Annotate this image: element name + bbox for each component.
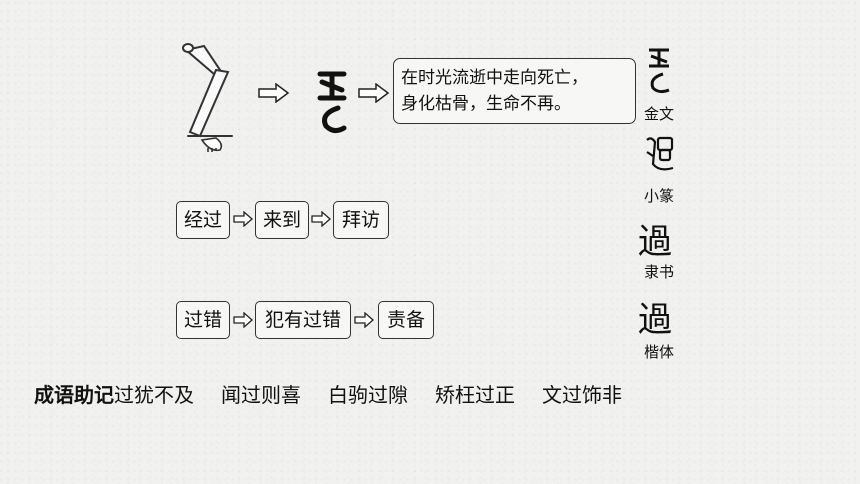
meaning-line-1: 在时光流逝中走向死亡， (401, 68, 588, 88)
chain2-box-3: 责备 (378, 301, 434, 339)
arrow-1 (258, 83, 290, 103)
chain1-arrow-1 (233, 211, 253, 227)
chain1-box-2: 来到 (255, 201, 309, 239)
arrow-2 (358, 83, 390, 103)
script-label-regular: 楷体 (643, 343, 674, 361)
meaning-line-2: 身化枯骨，生命不再。 (401, 94, 571, 114)
seal-script-glyph-icon (646, 136, 674, 171)
bronze-script-glyph-icon (649, 48, 670, 94)
clerical-script-glyph: 過 (638, 222, 672, 262)
chain2-box-2: 犯有过错 (255, 301, 351, 339)
chain2-arrow-1 (233, 312, 253, 328)
idiom-item: 闻过则喜 (221, 383, 301, 407)
bone-foot-pictograph (182, 43, 233, 152)
idiom-item: 文过饰非 (542, 383, 622, 407)
idiom-item: 白驹过隙 (328, 383, 408, 407)
idioms-line: 成语助记过犹不及 闻过则喜 白驹过隙 矫枉过正 文过饰非 (34, 379, 649, 408)
script-label-clerical: 隶书 (643, 263, 674, 281)
idioms-label: 成语助记 (34, 383, 114, 407)
chain1-arrow-2 (311, 211, 331, 227)
script-label-bronze: 金文 (643, 105, 674, 123)
chain1-box-3: 拜访 (333, 201, 389, 239)
idiom-item: 矫枉过正 (435, 383, 515, 407)
chain1-box-1: 经过 (176, 201, 230, 239)
script-label-seal: 小篆 (643, 187, 674, 205)
ancient-glyph-icon (317, 71, 347, 134)
chain2-arrow-2 (354, 312, 374, 328)
regular-script-glyph: 過 (638, 300, 672, 340)
idiom-item: 过犹不及 (114, 383, 194, 407)
meaning-box: 在时光流逝中走向死亡， 身化枯骨，生命不再。 (393, 58, 636, 124)
chain2-box-1: 过错 (176, 301, 230, 339)
